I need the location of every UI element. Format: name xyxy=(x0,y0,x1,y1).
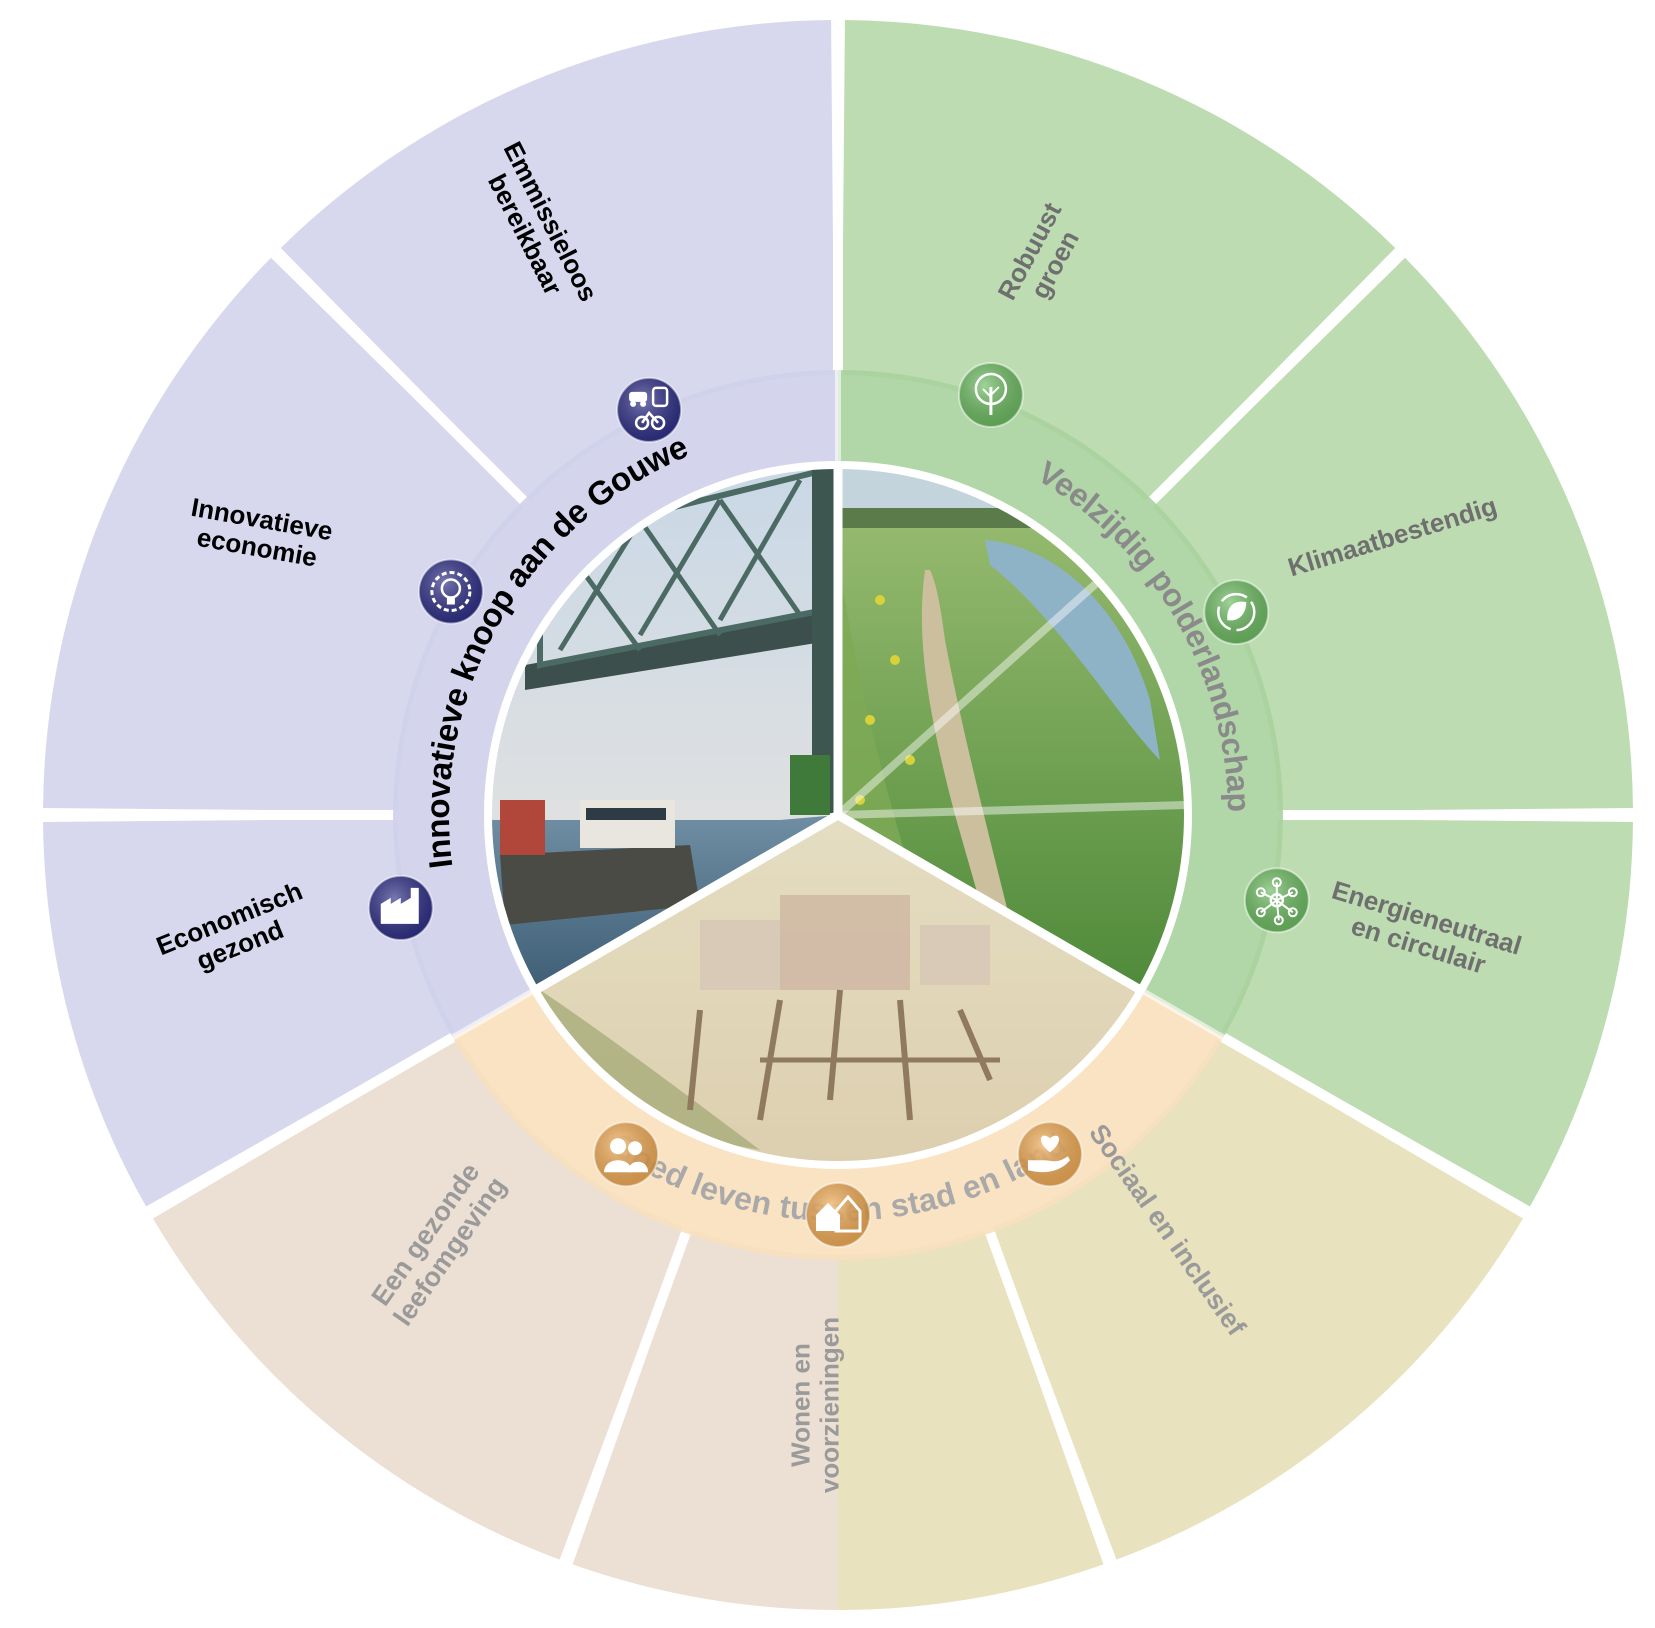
houses-icon xyxy=(805,1182,871,1248)
heart-hand-icon xyxy=(1016,1121,1083,1188)
theme-ring xyxy=(393,370,838,1038)
outer-segment xyxy=(43,818,456,1207)
lightbulb-gear-icon xyxy=(417,558,484,625)
factory-icon xyxy=(367,874,434,941)
outer-segment xyxy=(43,257,525,812)
outer-segment-tint xyxy=(838,1229,1104,1610)
people-icon xyxy=(593,1121,660,1188)
outer-segment xyxy=(280,20,835,502)
ring-divider xyxy=(449,988,535,1042)
ship xyxy=(500,755,830,925)
outer-segment xyxy=(992,1038,1523,1560)
photo-divider-lines xyxy=(835,577,1185,819)
goal-label: Wonen envoorzieningen xyxy=(786,1317,845,1493)
leaf-cycle-icon xyxy=(1203,579,1270,646)
ring-divider xyxy=(1141,988,1227,1042)
network-icon xyxy=(1243,867,1310,934)
inner-ring-layer xyxy=(393,368,1283,1260)
tree-icon xyxy=(957,361,1024,428)
outer-segment-layer xyxy=(37,14,1639,1610)
theme-ring xyxy=(452,991,1224,1260)
outer-segment xyxy=(153,1038,684,1560)
bridge-and-ship-photo xyxy=(491,468,838,989)
car-train-bike-icon xyxy=(616,376,683,443)
outer-segment xyxy=(1151,257,1633,812)
center-photo-dividers xyxy=(529,462,1147,996)
goal-icon-layer xyxy=(367,361,1310,1248)
playground-photo xyxy=(537,815,1139,1162)
theme-ring xyxy=(838,370,1283,1038)
center-disc-border xyxy=(484,461,1192,1169)
outer-segment xyxy=(1220,818,1633,1207)
